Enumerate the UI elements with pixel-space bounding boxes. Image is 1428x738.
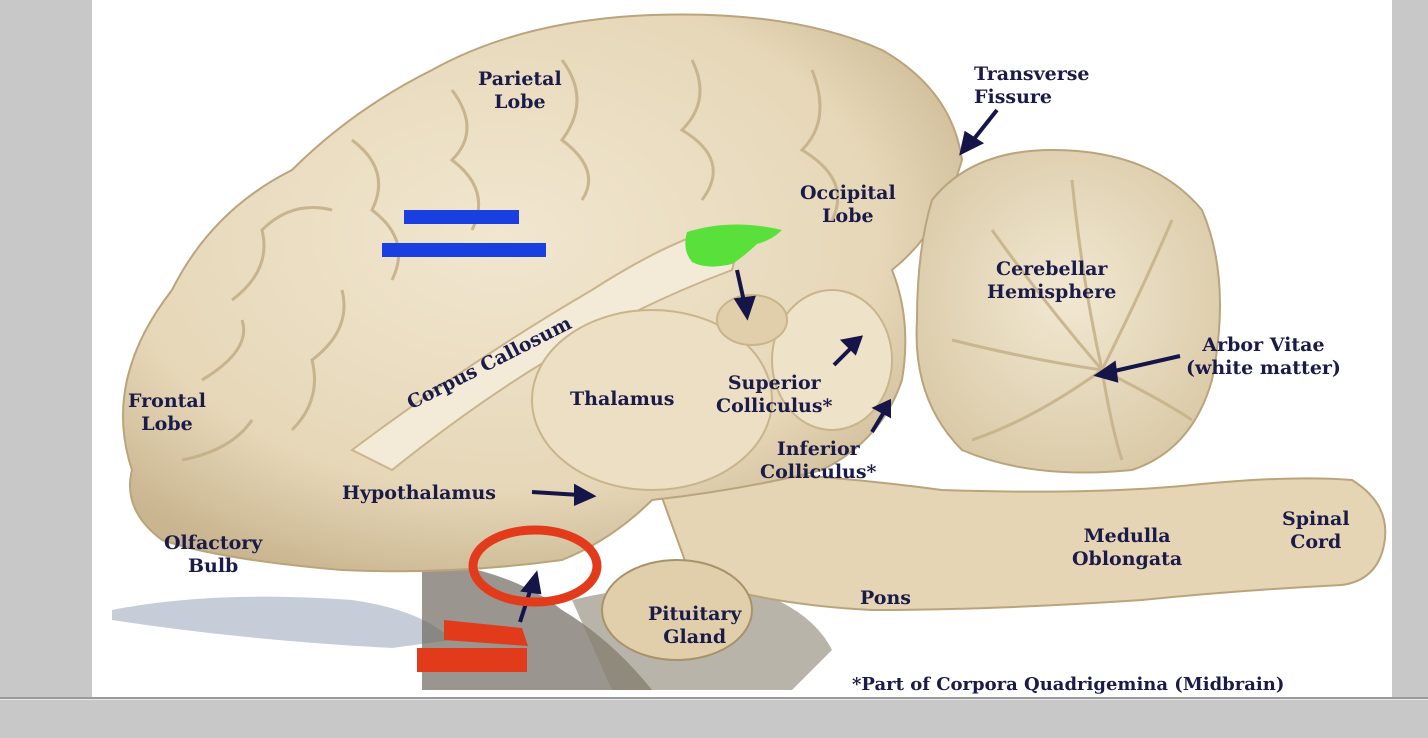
red-redaction-mark-top	[444, 620, 528, 646]
bottom-bar	[0, 697, 1428, 738]
red-redaction-mark-bottom	[417, 648, 527, 672]
label-pons: Pons	[860, 587, 911, 609]
brain-sagittal-section-image	[112, 13, 1387, 690]
green-redaction-mark	[685, 224, 782, 267]
label-thalamus: Thalamus	[570, 388, 675, 410]
blue-redaction-mark-top	[404, 210, 519, 224]
blue-redaction-mark-bottom	[382, 243, 546, 257]
label-arbor-vitae: Arbor Vitae(white matter)	[1186, 334, 1341, 379]
label-hypothalamus: Hypothalamus	[342, 482, 496, 504]
red-circle-annotation	[468, 525, 602, 607]
footnote-corpora-quadrigemina: *Part of Corpora Quadrigemina (Midbrain)	[852, 674, 1285, 695]
